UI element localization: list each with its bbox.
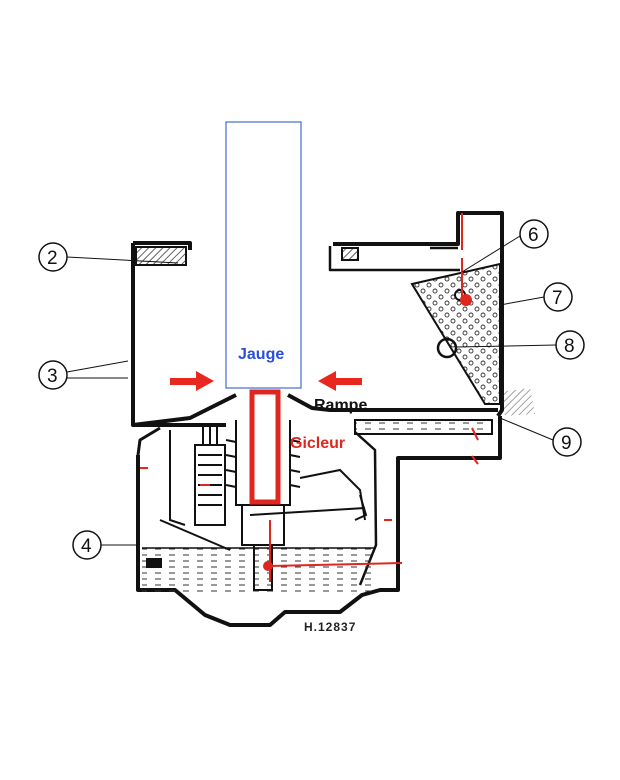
arrow-right: [318, 371, 362, 391]
svg-text:8: 8: [564, 336, 575, 357]
svg-text:7: 7: [552, 288, 563, 309]
svg-text:2: 2: [47, 248, 58, 269]
callout-6: 6: [461, 219, 549, 273]
callout-3: 3: [38, 360, 129, 390]
svg-text:9: 9: [561, 433, 572, 454]
rampe-label: Rampe: [314, 397, 367, 414]
fuel-pipe: [354, 419, 493, 435]
needle-assembly: [159, 424, 231, 551]
filter-element: [410, 262, 501, 405]
arrow-left: [170, 371, 214, 391]
red-marks: [140, 213, 479, 582]
callout-7: 7: [499, 282, 573, 312]
filter-ball: [436, 337, 458, 359]
callout-8: 8: [455, 330, 585, 360]
svg-text:6: 6: [528, 225, 539, 246]
spray-hatch: [500, 388, 535, 416]
callout-2: 2: [38, 242, 179, 272]
fuel-level: [142, 548, 374, 592]
right-hatched-block: [341, 247, 359, 261]
svg-text:3: 3: [47, 366, 58, 387]
gicleur-label: Gicleur: [290, 435, 345, 452]
svg-text:4: 4: [81, 536, 92, 557]
callout-4: 4: [72, 530, 138, 560]
gicleur-tube: [249, 389, 281, 505]
reference-code: H.12837: [304, 620, 356, 634]
jauge-box: [225, 121, 302, 389]
bowl-plug: [146, 558, 162, 568]
callout-9: 9: [499, 417, 582, 457]
jauge-label: Jauge: [238, 346, 284, 363]
item-2-block: [135, 246, 187, 266]
